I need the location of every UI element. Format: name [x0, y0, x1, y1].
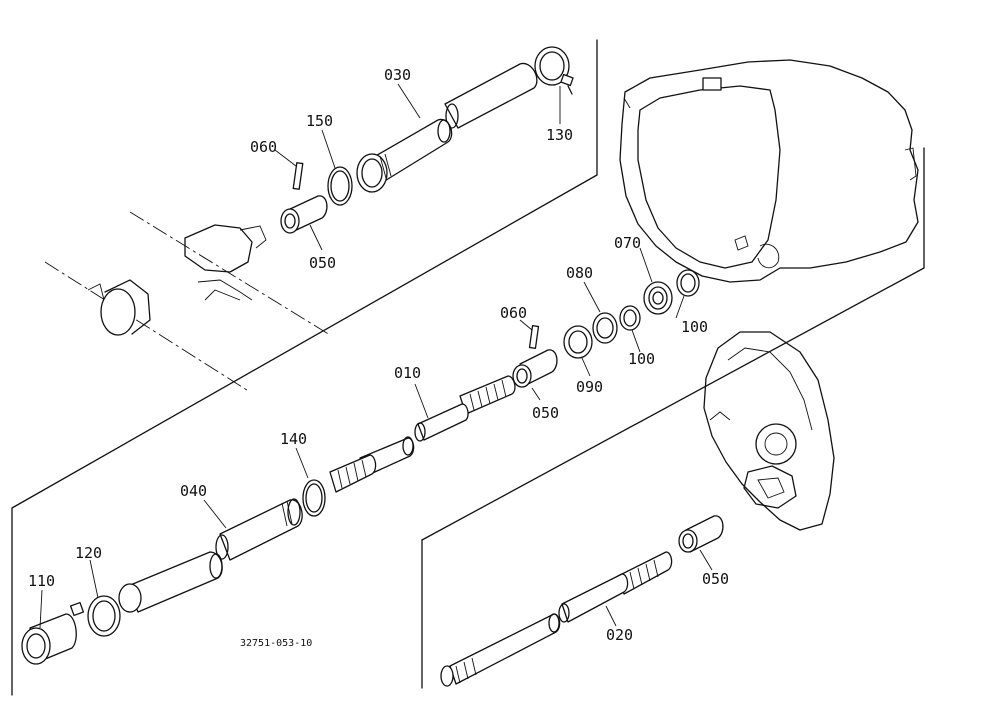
shaft-010	[329, 375, 516, 493]
o-ring-140	[302, 479, 326, 517]
pin-060-mid	[528, 325, 540, 349]
callout-040: 040	[180, 482, 207, 500]
callout-010: 010	[394, 364, 421, 382]
shaft-020	[440, 551, 673, 687]
pin-060-top	[292, 162, 304, 190]
callout-060-mid: 060	[500, 304, 527, 322]
callout-060-top: 060	[250, 138, 277, 156]
o-ring-150	[327, 166, 353, 206]
callout-100-a: 100	[681, 318, 708, 336]
callout-150: 150	[306, 112, 333, 130]
panel-frame-upper	[11, 39, 598, 696]
drawing-number: 32751-053-10	[240, 638, 312, 649]
callout-labels: 030 150 060 050 130 070 080 100 100 060 …	[28, 66, 729, 644]
bearing-070	[643, 281, 673, 315]
pipe-030	[356, 62, 538, 193]
clamp-130	[534, 46, 574, 95]
bushing-100-b	[619, 305, 641, 331]
coupling-050-mid	[512, 349, 558, 388]
callout-050-top: 050	[309, 254, 336, 272]
bearing-090	[563, 325, 593, 359]
clutch-housing	[703, 331, 835, 531]
callout-050-bot: 050	[702, 570, 729, 588]
callout-110: 110	[28, 572, 55, 590]
callout-090: 090	[576, 378, 603, 396]
callout-100-b: 100	[628, 350, 655, 368]
callout-130: 130	[546, 126, 573, 144]
callout-030-top: 030	[384, 66, 411, 84]
boot-110	[21, 613, 77, 665]
coupling-050-top	[280, 195, 328, 234]
callout-070: 070	[614, 234, 641, 252]
transmission-housing	[619, 59, 919, 283]
bushing-100-a	[676, 269, 700, 297]
callout-080: 080	[566, 264, 593, 282]
seal-080	[592, 312, 618, 344]
callout-050-mid: 050	[532, 404, 559, 422]
callout-120: 120	[75, 544, 102, 562]
callout-020: 020	[606, 626, 633, 644]
leader-lines	[39, 83, 713, 629]
pipe-040	[118, 498, 303, 613]
coupling-050-bot	[678, 515, 724, 553]
input-flange-fragment	[87, 224, 267, 336]
clamp-120	[69, 595, 121, 637]
axis-lines	[44, 211, 331, 393]
panel-frame-lower	[421, 147, 925, 689]
callout-140: 140	[280, 430, 307, 448]
